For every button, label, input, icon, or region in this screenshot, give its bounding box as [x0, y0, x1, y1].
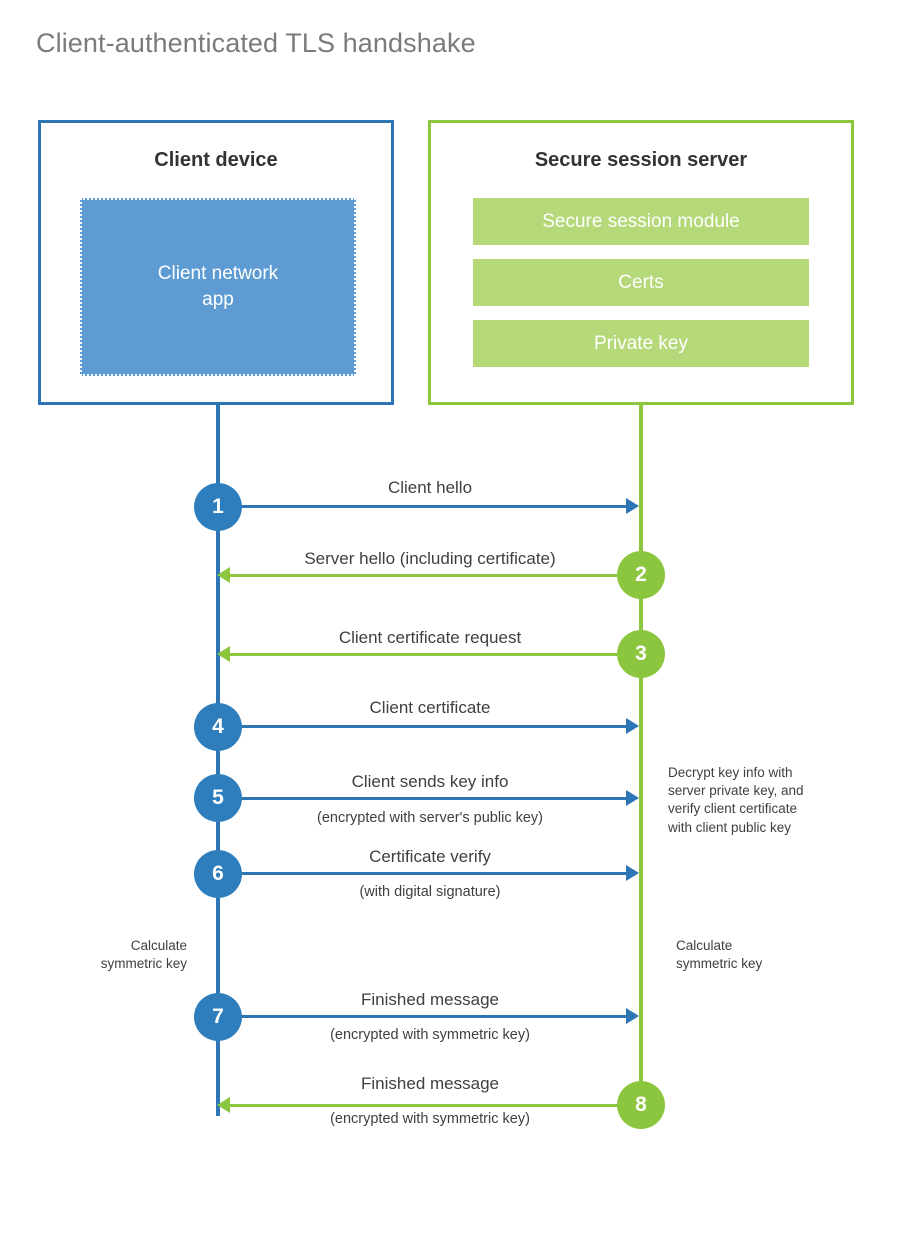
server-block-certs: Certs: [473, 259, 809, 306]
step-6-arrow-head-icon: [626, 865, 639, 881]
step-marker-4[interactable]: 4: [194, 703, 242, 751]
step-marker-8[interactable]: 8: [617, 1081, 665, 1129]
step-8-arrow-line: [230, 1104, 628, 1107]
step-marker-7[interactable]: 7: [194, 993, 242, 1041]
server-lifeline: [639, 405, 643, 1105]
client-device-title: Client device: [154, 149, 278, 171]
step-5-arrow-line: [218, 797, 628, 800]
client-network-app-block: Client network app: [80, 198, 356, 376]
server-block-secure-session-module: Secure session module: [473, 198, 809, 245]
page-title: Client-authenticated TLS handshake: [36, 28, 476, 58]
step-marker-2[interactable]: 2: [617, 551, 665, 599]
step-4-label: Client certificate: [369, 698, 491, 717]
step-2-arrow-line: [230, 574, 628, 577]
server-block-private-key: Private key: [473, 320, 809, 367]
step-1-arrow-head-icon: [626, 498, 639, 514]
step-marker-1[interactable]: 1: [194, 483, 242, 531]
step-5-label: Client sends key info: [351, 772, 509, 791]
step-7-sublabel: (encrypted with symmetric key): [330, 1027, 530, 1043]
step-2-arrow-head-icon: [217, 567, 230, 583]
client-lifeline: [216, 405, 220, 1116]
step-8-sublabel: (encrypted with symmetric key): [330, 1111, 530, 1127]
step-7-label: Finished message: [361, 990, 499, 1009]
step-marker-5[interactable]: 5: [194, 774, 242, 822]
step-6-sublabel: (with digital signature): [359, 884, 501, 900]
step-3-arrow-head-icon: [217, 646, 230, 662]
step-6-label: Certificate verify: [369, 847, 491, 866]
step-5-arrow-head-icon: [626, 790, 639, 806]
step-3-arrow-line: [230, 653, 628, 656]
step-1-arrow-line: [218, 505, 628, 508]
step-6-arrow-line: [218, 872, 628, 875]
step-8-arrow-head-icon: [217, 1097, 230, 1113]
step-marker-3[interactable]: 3: [617, 630, 665, 678]
server-calculate-symmetric-key-annotation: Calculate symmetric key: [676, 938, 763, 972]
secure-session-server-title: Secure session server: [534, 149, 748, 171]
secure-session-server-box: Secure session server Secure session mod…: [428, 120, 854, 405]
step-2-label: Server hello (including certificate): [304, 549, 556, 568]
client-device-box: Client device Client network app: [38, 120, 394, 405]
step-1-label: Client hello: [387, 478, 473, 497]
server-component-list: Secure session module Certs Private key: [473, 198, 809, 367]
step-5-sublabel: (encrypted with server's public key): [317, 810, 543, 826]
step-marker-6[interactable]: 6: [194, 850, 242, 898]
step-4-arrow-head-icon: [626, 718, 639, 734]
step-7-arrow-head-icon: [626, 1008, 639, 1024]
step-3-label: Client certificate request: [338, 628, 522, 647]
server-decrypt-annotation: Decrypt key info with server private key…: [668, 765, 804, 835]
step-4-arrow-line: [218, 725, 628, 728]
step-7-arrow-line: [218, 1015, 628, 1018]
step-8-label: Finished message: [361, 1074, 499, 1093]
client-calculate-symmetric-key-annotation: Calculate symmetric key: [100, 938, 187, 972]
